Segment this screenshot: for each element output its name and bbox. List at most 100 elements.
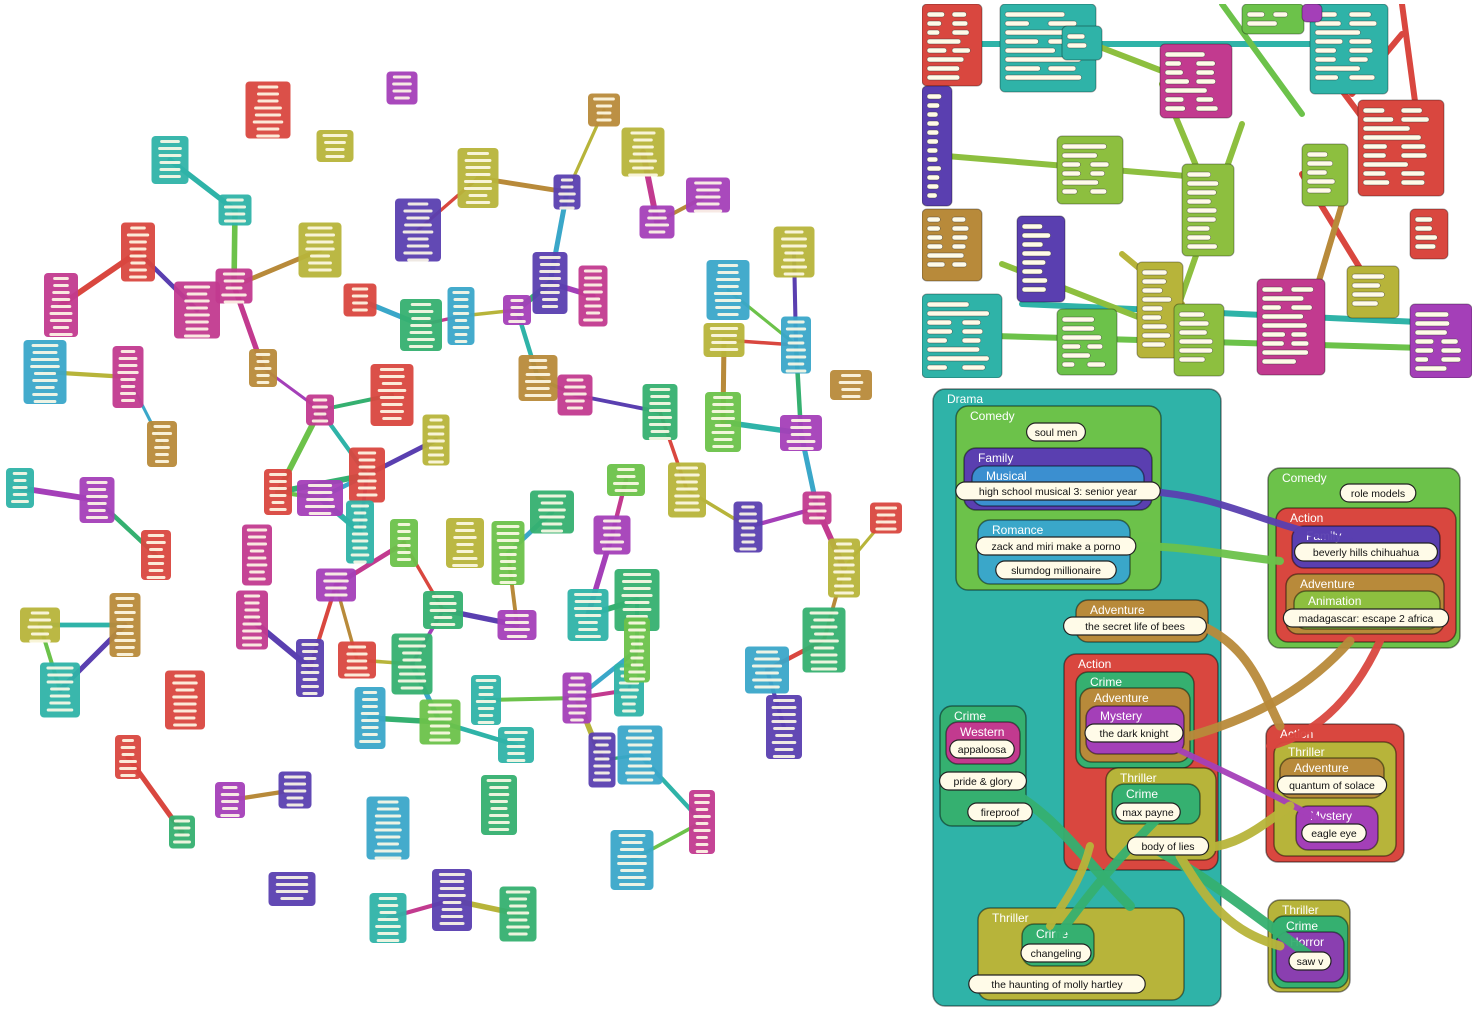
movie-appaloosa[interactable]: appaloosa — [949, 739, 1015, 759]
movie-slumdog-millionaire[interactable]: slumdog millionaire — [995, 560, 1117, 580]
overview-node — [705, 392, 741, 452]
overview-node — [553, 174, 581, 210]
overview-node — [518, 355, 558, 401]
overview-node — [354, 687, 386, 749]
movie-body-of-lies[interactable]: body of lies — [1126, 836, 1210, 856]
overview-node — [395, 198, 441, 262]
overview-node — [245, 81, 291, 139]
overview-node — [745, 646, 789, 694]
movie-beverly-hills-chihuahua[interactable]: beverly hills chihuahua — [1294, 542, 1439, 562]
overview-node — [593, 515, 631, 555]
group-label-mystery-center: Mystery — [1100, 709, 1142, 723]
group-label-adventure-center: Adventure — [1094, 691, 1149, 705]
overview-link — [483, 695, 580, 703]
zoomed-excerpt — [922, 4, 1472, 378]
overview-node — [689, 790, 715, 854]
overview-node — [6, 468, 34, 508]
movie-the-dark-knight[interactable]: the dark knight — [1084, 723, 1184, 743]
group-label-musical: Musical — [986, 469, 1027, 483]
overview-node — [141, 530, 171, 580]
overview-node — [215, 268, 253, 304]
movie-role-models[interactable]: role models — [1339, 483, 1417, 503]
group-label-romance: Romance — [992, 523, 1044, 537]
group-label-crime-center: Crime — [1090, 675, 1122, 689]
movie-eagle-eye[interactable]: eagle eye — [1301, 823, 1367, 843]
set-link — [1046, 842, 1094, 930]
set-link — [985, 776, 1135, 911]
group-label-action-center: Action — [1078, 657, 1111, 671]
zoom-group — [1241, 4, 1305, 35]
overview-node — [390, 519, 418, 567]
zoom-group — [1181, 163, 1235, 257]
overview-node — [446, 518, 484, 568]
movie-changeling[interactable]: changeling — [1020, 943, 1092, 963]
movie-quantum-of-solace[interactable]: quantum of solace — [1276, 775, 1388, 795]
group-label-adventure-right: Adventure — [1300, 577, 1355, 591]
zoom-group — [1056, 308, 1118, 376]
zoom-group — [1256, 278, 1326, 376]
overview-node — [780, 415, 822, 451]
movie-saw-v[interactable]: saw v — [1288, 951, 1332, 971]
movie-fireproof[interactable]: fireproof — [967, 802, 1033, 822]
overview-node — [567, 589, 609, 641]
group-label-comedy-left: Comedy — [970, 409, 1015, 423]
movie-label-the-secret-life-of-bees: the secret life of bees — [1085, 621, 1185, 633]
movie-madagascar-escape-2-africa[interactable]: madagascar: escape 2 africa — [1282, 608, 1450, 628]
overview-node — [621, 127, 665, 177]
set-link — [1193, 619, 1285, 731]
overview-node — [703, 323, 745, 357]
overview-node — [79, 477, 115, 523]
zoom-link — [1019, 301, 1465, 327]
movie-zack-and-miri[interactable]: zack and miri make a porno — [975, 536, 1137, 556]
zoom-group — [922, 85, 953, 207]
overview-node — [422, 414, 450, 466]
overview-node — [400, 299, 442, 351]
overview-node — [733, 501, 763, 553]
movie-label-body-of-lies: body of lies — [1141, 841, 1194, 853]
overview-node — [706, 260, 750, 320]
zoom-group — [1309, 4, 1389, 95]
group-label-western: Western — [960, 725, 1004, 739]
overview-node — [306, 394, 334, 426]
overview-node — [668, 462, 706, 518]
detail-view: DramaComedyFamilyMusicalRomanceComedyAct… — [932, 388, 1461, 1007]
zoom-group — [1409, 208, 1449, 260]
overview-node — [218, 194, 252, 226]
zoom-group — [1409, 303, 1472, 378]
overview-node — [802, 607, 846, 673]
overview-node — [242, 524, 272, 586]
zoom-group — [1136, 261, 1184, 359]
overview-node — [44, 273, 78, 337]
overview-node — [370, 364, 414, 426]
movie-max-payne[interactable]: max payne — [1115, 802, 1181, 822]
overview-node — [278, 771, 312, 809]
movie-label-soul-men: soul men — [1035, 427, 1078, 439]
movie-label-changeling: changeling — [1031, 948, 1082, 960]
group-label-adventure-bees: Adventure — [1090, 603, 1145, 617]
movie-soul-men[interactable]: soul men — [1025, 422, 1086, 442]
overview-node — [316, 130, 354, 162]
movie-the-secret-life-of-bees[interactable]: the secret life of bees — [1063, 616, 1208, 636]
overview-node — [236, 590, 268, 650]
overview-node — [264, 469, 292, 515]
movie-high-school-musical-3[interactable]: high school musical 3: senior year — [955, 481, 1161, 501]
movie-the-haunting-of-molly-hartley[interactable]: the haunting of molly hartley — [968, 974, 1146, 994]
group-label-comedy-right: Comedy — [1282, 471, 1327, 485]
overview-node — [338, 641, 376, 679]
overview-node — [112, 346, 144, 408]
group-label-crime-left: Crime — [954, 709, 986, 723]
set-link — [1266, 637, 1384, 750]
overview-node — [503, 295, 531, 325]
overview-node — [165, 670, 205, 730]
movie-label-the-haunting-of-molly-hartley: the haunting of molly hartley — [991, 979, 1123, 991]
overview-node — [147, 421, 177, 467]
set-link — [1137, 728, 1333, 829]
overview-node — [870, 502, 902, 534]
movie-label-fireproof: fireproof — [981, 807, 1020, 819]
movie-label-beverly-hills-chihuahua: beverly hills chihuahua — [1313, 547, 1419, 559]
overview-node — [639, 205, 675, 239]
movie-label-quantum-of-solace: quantum of solace — [1289, 780, 1375, 792]
movie-pride-and-glory[interactable]: pride & glory — [939, 771, 1028, 791]
overview-node — [316, 568, 356, 602]
overview-node — [20, 607, 60, 643]
